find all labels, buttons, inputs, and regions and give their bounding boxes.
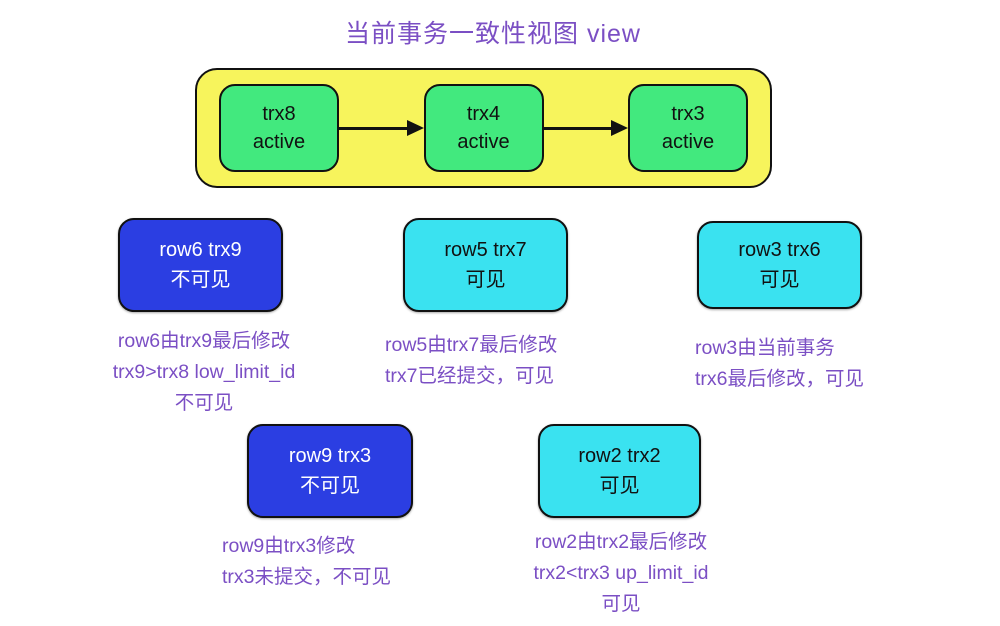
- trx-name: trx4: [466, 103, 501, 125]
- caption-line: trx6最后修改，可见: [695, 368, 865, 390]
- row-card-title: row5 trx7: [444, 239, 527, 261]
- caption-line: 可见: [601, 593, 641, 615]
- caption-line: trx2<trx3 up_limit_id: [533, 562, 709, 584]
- caption-line: trx9>trx8 low_limit_id: [112, 361, 296, 383]
- arrow-shaft: [339, 126, 407, 130]
- trx-status: active: [252, 131, 306, 153]
- row3-card: row3 trx6 可见: [697, 221, 862, 309]
- row-card-title: row9 trx3: [288, 445, 372, 467]
- trx3-node: trx3 active: [628, 84, 748, 172]
- trx4-node: trx4 active: [423, 84, 544, 172]
- trx-name: trx3: [671, 103, 705, 125]
- row5-caption: row5由trx7最后修改 trx7已经提交，可见: [385, 330, 557, 392]
- caption-line: trx7已经提交，可见: [385, 365, 555, 387]
- trx-status: active: [457, 131, 510, 153]
- row9-caption: row9由trx3修改 trx3未提交，不可见: [222, 531, 391, 593]
- caption-line: row3由当前事务: [695, 337, 835, 359]
- trx8-node: trx8 active: [219, 84, 339, 172]
- arrow-head: [611, 120, 628, 136]
- row5-card: row5 trx7 可见: [403, 218, 568, 312]
- row2-caption: row2由trx2最后修改 trx2<trx3 up_limit_id 可见: [505, 527, 737, 620]
- trx-status: active: [661, 131, 715, 153]
- page-title: 当前事务一致性视图 view: [345, 20, 641, 48]
- trx-name: trx8: [262, 103, 296, 125]
- row6-caption: row6由trx9最后修改 trx9>trx8 low_limit_id 不可见: [75, 326, 333, 419]
- caption-line: row6由trx9最后修改: [117, 330, 291, 352]
- caption-line: row5由trx7最后修改: [385, 334, 558, 356]
- row-card-title: row6 trx9: [159, 239, 242, 261]
- row-card-title: row2 trx2: [578, 445, 661, 467]
- active-transactions-panel: trx8 active trx4 active trx3 active: [195, 68, 772, 188]
- row2-card: row2 trx2 可见: [538, 424, 701, 518]
- caption-line: 不可见: [174, 392, 234, 414]
- caption-line: trx3未提交，不可见: [222, 566, 392, 588]
- row-card-visibility: 可见: [759, 269, 800, 291]
- caption-line: row9由trx3修改: [222, 535, 356, 557]
- row-card-visibility: 可见: [599, 475, 640, 497]
- arrow-right-icon: [339, 120, 424, 136]
- row9-card: row9 trx3 不可见: [247, 424, 413, 518]
- arrow-head: [406, 120, 424, 136]
- row-card-visibility: 不可见: [170, 269, 231, 291]
- row-card-visibility: 不可见: [300, 475, 360, 497]
- row-card-title: row3 trx6: [738, 239, 821, 261]
- row3-caption: row3由当前事务 trx6最后修改，可见: [695, 333, 864, 395]
- row-card-visibility: 可见: [465, 269, 506, 291]
- caption-line: row2由trx2最后修改: [534, 531, 708, 553]
- row6-card: row6 trx9 不可见: [118, 218, 283, 312]
- arrow-right-icon: [543, 120, 628, 136]
- arrow-shaft: [543, 126, 611, 130]
